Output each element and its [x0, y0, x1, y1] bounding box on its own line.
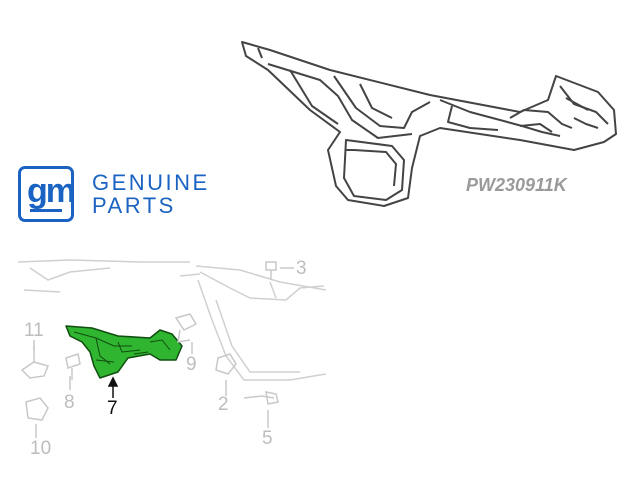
brand-line-parts: PARTS [92, 193, 176, 218]
callout-11: 11 [24, 320, 44, 341]
gm-monogram: gm [27, 172, 76, 210]
gm-logo-underline [30, 209, 62, 212]
highlighted-part-7 [65, 325, 183, 379]
gm-logo: gm [18, 166, 76, 222]
callout-7: 7 [107, 398, 118, 419]
callout-9: 9 [186, 354, 197, 375]
callout-2: 2 [218, 394, 229, 415]
callout-5: 5 [262, 428, 273, 449]
callout-8: 8 [64, 392, 75, 413]
callout-3: 3 [296, 258, 307, 279]
brand-line-genuine: GENUINE [92, 170, 210, 195]
callout-10: 10 [30, 438, 52, 459]
figure-code: PW230911K [466, 175, 567, 195]
